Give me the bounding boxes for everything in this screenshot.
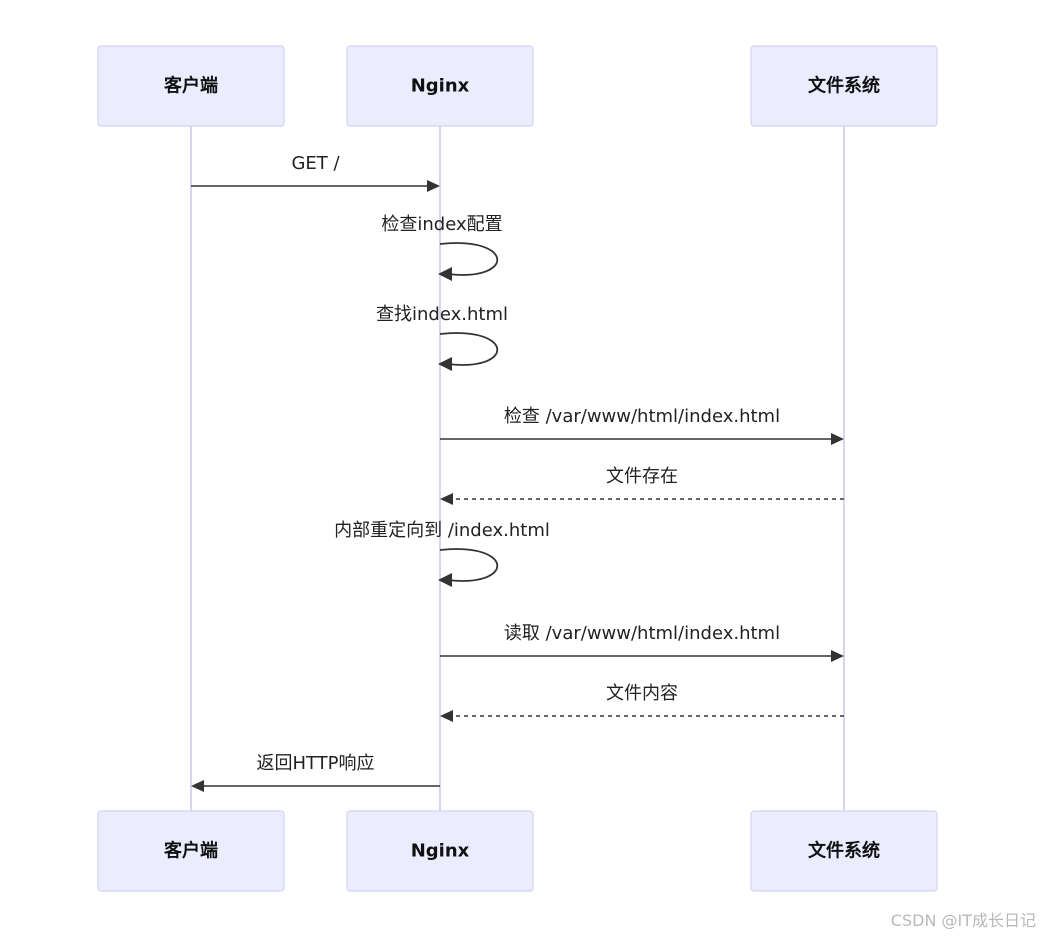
self-loop-arrow <box>439 242 499 276</box>
actor-label: 文件系统 <box>808 840 880 862</box>
message-label: 检查index配置 <box>381 214 502 235</box>
arrowhead <box>191 780 204 792</box>
message-5: 文件存在 <box>440 466 844 505</box>
actor-box <box>97 810 285 892</box>
message-label: 内部重定向到 /index.html <box>334 520 550 541</box>
arrowhead <box>438 357 452 371</box>
actor-box <box>750 45 938 127</box>
message-9: 返回HTTP响应 <box>191 753 440 792</box>
actor-label: Nginx <box>411 76 470 97</box>
arrowhead <box>438 267 452 281</box>
actor-label: 文件系统 <box>808 75 880 97</box>
message-label: 检查 /var/www/html/index.html <box>504 406 780 427</box>
actors-top: 客户端 Nginx 文件系统 <box>97 45 938 127</box>
actor-client-top: 客户端 <box>97 45 285 127</box>
actor-nginx-top: Nginx <box>346 45 534 127</box>
message-label: 文件存在 <box>606 466 678 487</box>
message-label: 返回HTTP响应 <box>256 753 374 774</box>
message-label: 读取 /var/www/html/index.html <box>504 623 780 644</box>
message-2: 检查index配置 <box>381 214 503 281</box>
self-loop-arrow <box>439 332 499 366</box>
actor-box <box>97 45 285 127</box>
arrowhead <box>831 433 844 445</box>
arrowhead <box>440 710 453 722</box>
actor-label: 客户端 <box>164 75 218 97</box>
watermark: CSDN @IT成长日记 <box>891 911 1036 930</box>
actors-bottom: 客户端 Nginx 文件系统 <box>97 810 938 892</box>
message-label: 文件内容 <box>606 683 678 704</box>
message-label: GET / <box>291 153 340 174</box>
actor-fs-top: 文件系统 <box>750 45 938 127</box>
message-6: 内部重定向到 /index.html <box>334 520 550 587</box>
message-3: 查找index.html <box>376 304 508 371</box>
arrowhead <box>440 493 453 505</box>
arrowhead <box>831 650 844 662</box>
actor-label: 客户端 <box>164 840 218 862</box>
message-8: 文件内容 <box>440 683 844 722</box>
self-loop-arrow <box>439 548 499 582</box>
actor-box <box>750 810 938 892</box>
actor-nginx-bottom: Nginx <box>346 810 534 892</box>
arrowhead <box>438 573 452 587</box>
actor-box <box>346 810 534 892</box>
message-7: 读取 /var/www/html/index.html <box>440 623 844 662</box>
message-4: 检查 /var/www/html/index.html <box>440 406 844 445</box>
arrowhead <box>427 180 440 192</box>
actor-fs-bottom: 文件系统 <box>750 810 938 892</box>
message-label: 查找index.html <box>376 304 508 325</box>
actor-box <box>346 45 534 127</box>
message-1: GET / <box>191 153 440 192</box>
actor-label: Nginx <box>411 841 470 862</box>
lifelines <box>190 126 845 811</box>
actor-client-bottom: 客户端 <box>97 810 285 892</box>
